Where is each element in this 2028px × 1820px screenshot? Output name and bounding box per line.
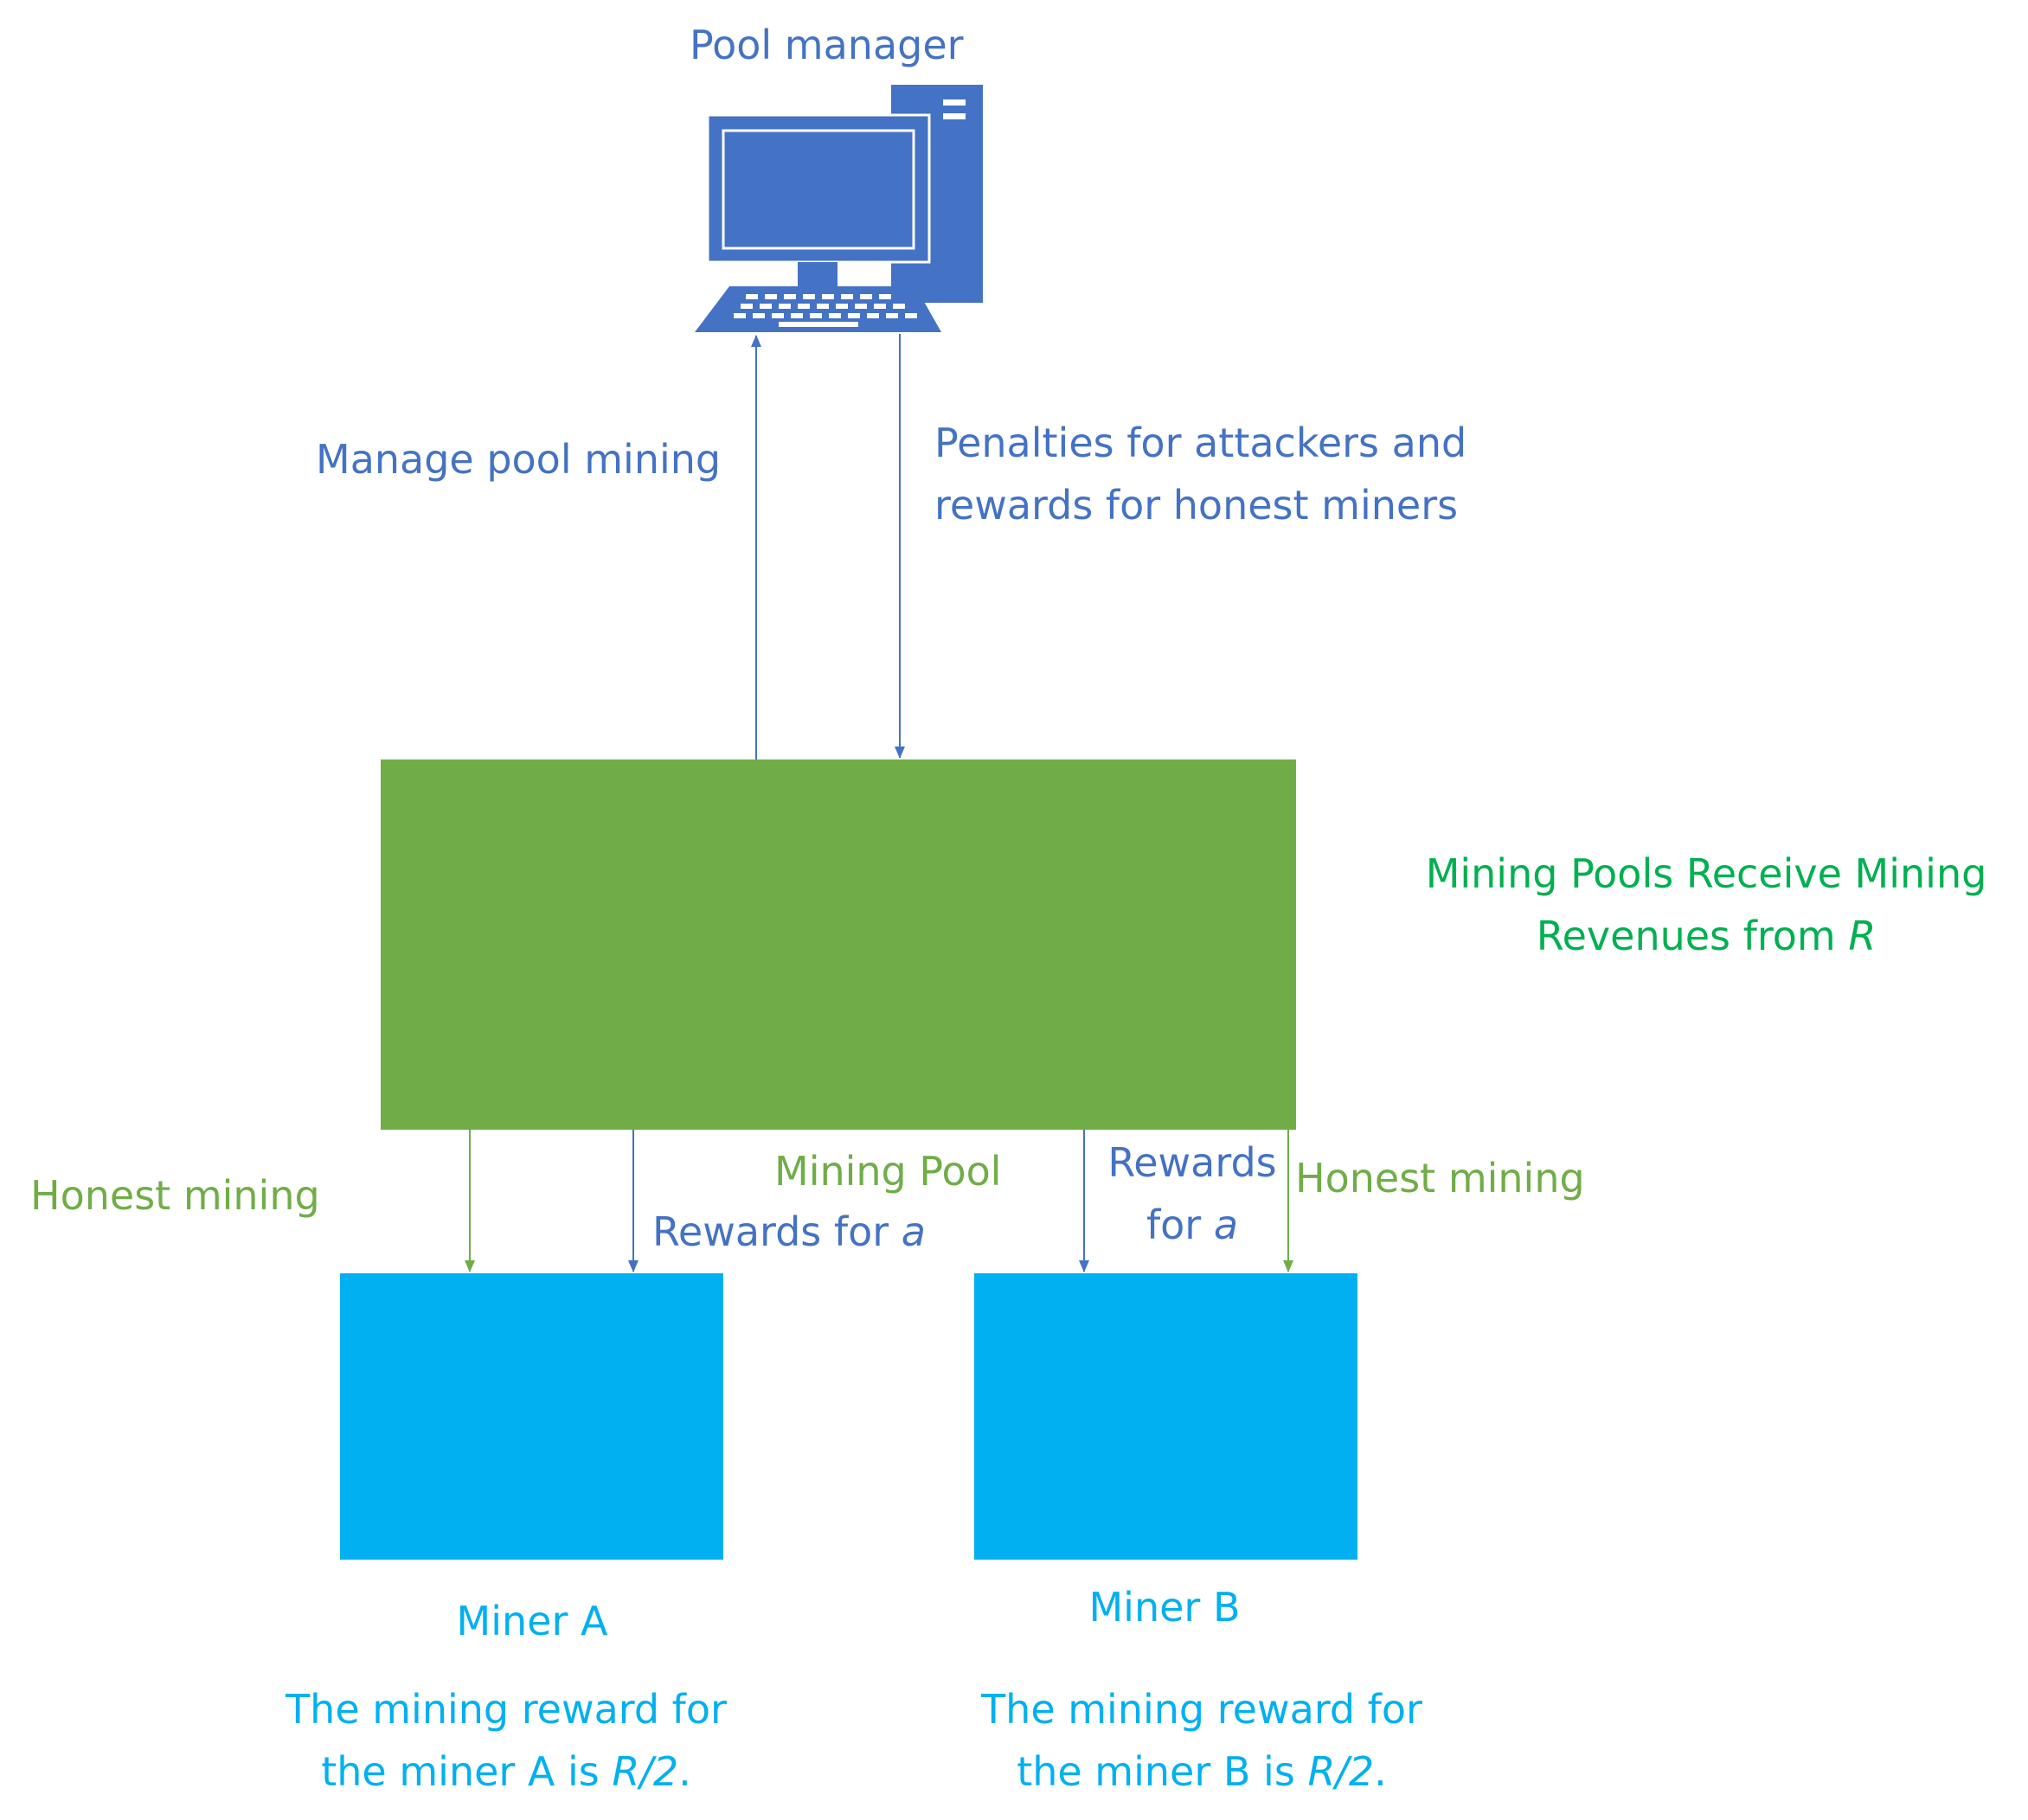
monitor-screen: [722, 129, 915, 250]
miner-b-name: Miner B: [1088, 1584, 1241, 1631]
miner-a-box: [340, 1273, 723, 1560]
miner-b-reward-line-2-text: the miner B is: [1017, 1748, 1308, 1795]
penalties-line-1: Penalties for attackers and: [934, 420, 1467, 466]
pool-manager-label: Pool manager: [690, 22, 964, 68]
pool-revenue-line-1: Mining Pools Receive Mining: [1425, 850, 1987, 897]
pool-revenue-label: Mining Pools Receive Mining Revenues fro…: [1395, 843, 2018, 967]
rewards-label-b-variable: a: [1213, 1202, 1239, 1248]
miner-a-reward-line-2: the miner A is R/2.: [225, 1740, 787, 1803]
rewards-label-a-variable: a: [901, 1208, 926, 1255]
rewards-label-b-line-2: for a: [1097, 1194, 1287, 1256]
rewards-label-b-line-1: Rewards: [1107, 1139, 1277, 1186]
miner-b-reward-line-2: the miner B is R/2.: [921, 1740, 1483, 1803]
miner-a-reward-line-2-text: the miner A is: [321, 1748, 613, 1795]
penalties-rewards-label: Penalties for attackers and rewards for …: [934, 412, 1466, 536]
penalties-line-2: rewards for honest miners: [934, 482, 1459, 529]
monitor-stand: [798, 262, 838, 286]
mining-pool-box: [381, 759, 1296, 1130]
rewards-label-a: Rewards for a: [652, 1201, 926, 1263]
miner-b-reward-variable: R/2: [1307, 1748, 1375, 1795]
monitor-frame: [706, 113, 931, 264]
tower-slot-2: [943, 113, 966, 119]
mining-pool-label: Mining Pool: [774, 1148, 1002, 1195]
pool-revenue-variable: R: [1848, 913, 1877, 959]
pool-revenue-line-2: Revenues from R: [1395, 905, 2018, 967]
rewards-label-b-text: for: [1146, 1202, 1214, 1248]
miner-a-reward-period: .: [678, 1748, 691, 1795]
rewards-label-a-text: Rewards for: [652, 1208, 902, 1255]
rewards-label-b: Rewards for a: [1097, 1131, 1287, 1256]
miner-b-reward: The mining reward for the miner B is R/2…: [921, 1678, 1483, 1803]
desktop-computer-icon: [695, 85, 983, 332]
manage-pool-mining-label: Manage pool mining: [316, 436, 722, 483]
miner-a-reward-variable: R/2: [612, 1748, 679, 1795]
pool-revenue-line-2-text: Revenues from: [1536, 913, 1849, 959]
miner-a-name: Miner A: [456, 1598, 608, 1644]
miner-a-reward-line-1: The mining reward for: [286, 1686, 727, 1733]
miner-b-reward-period: .: [1374, 1748, 1387, 1795]
honest-mining-label-b: Honest mining: [1295, 1155, 1585, 1202]
honest-mining-label-a: Honest mining: [30, 1172, 320, 1219]
tower-slot-1: [943, 99, 966, 106]
miner-b-box: [974, 1273, 1357, 1560]
keyboard-keys: [734, 294, 917, 327]
miner-a-reward: The mining reward for the miner A is R/2…: [225, 1678, 787, 1803]
miner-b-reward-line-1: The mining reward for: [981, 1686, 1422, 1733]
